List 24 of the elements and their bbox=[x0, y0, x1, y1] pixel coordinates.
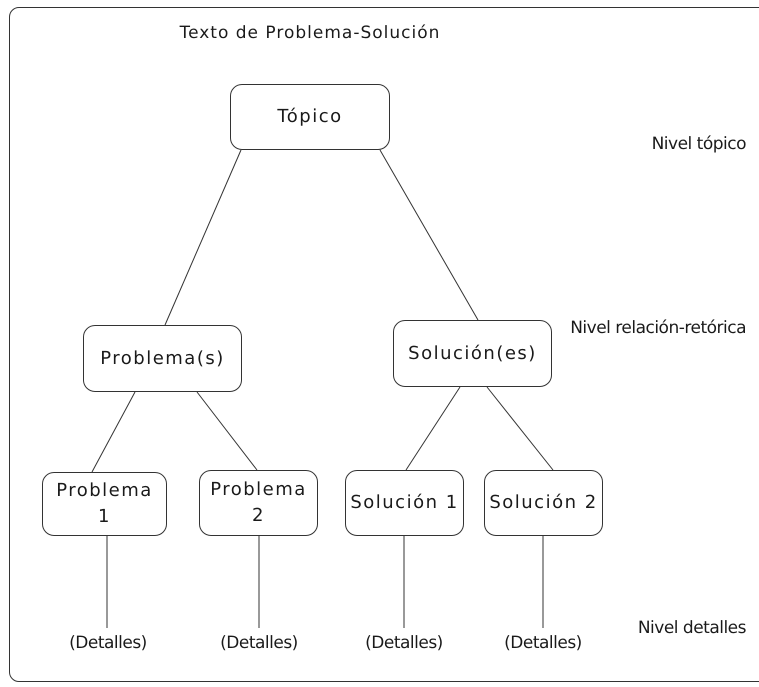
topic-box: Solución(es) bbox=[393, 320, 552, 387]
connector-line bbox=[196, 392, 258, 470]
connector-line bbox=[542, 536, 544, 628]
connector-line bbox=[486, 386, 554, 470]
topic-box: Solución 2 bbox=[484, 470, 603, 536]
diagram-title: Texto de Problema-Solución bbox=[178, 22, 442, 44]
detail-text: (Detalles) bbox=[354, 628, 454, 660]
topic-box: Tópico bbox=[230, 84, 390, 150]
topic-box: Problema 2 bbox=[199, 470, 318, 536]
topic-box: Solución 1 bbox=[345, 470, 464, 536]
connector-line bbox=[92, 392, 136, 472]
topic-box: Problema 1 bbox=[42, 472, 167, 536]
connector-line bbox=[164, 150, 242, 326]
level-label: Nivel tópico bbox=[650, 133, 746, 156]
connector-line bbox=[380, 150, 478, 320]
connector-line bbox=[406, 386, 460, 470]
level-label: Nivel relación-retórica bbox=[569, 317, 746, 340]
connector-line bbox=[258, 536, 260, 628]
detail-text: (Detalles) bbox=[209, 628, 309, 660]
detail-text: (Detalles) bbox=[58, 628, 158, 660]
connector-line bbox=[106, 536, 108, 628]
topic-box: Problema(s) bbox=[83, 325, 242, 392]
detail-text: (Detalles) bbox=[493, 628, 593, 660]
level-label: Nivel detalles bbox=[636, 617, 746, 640]
